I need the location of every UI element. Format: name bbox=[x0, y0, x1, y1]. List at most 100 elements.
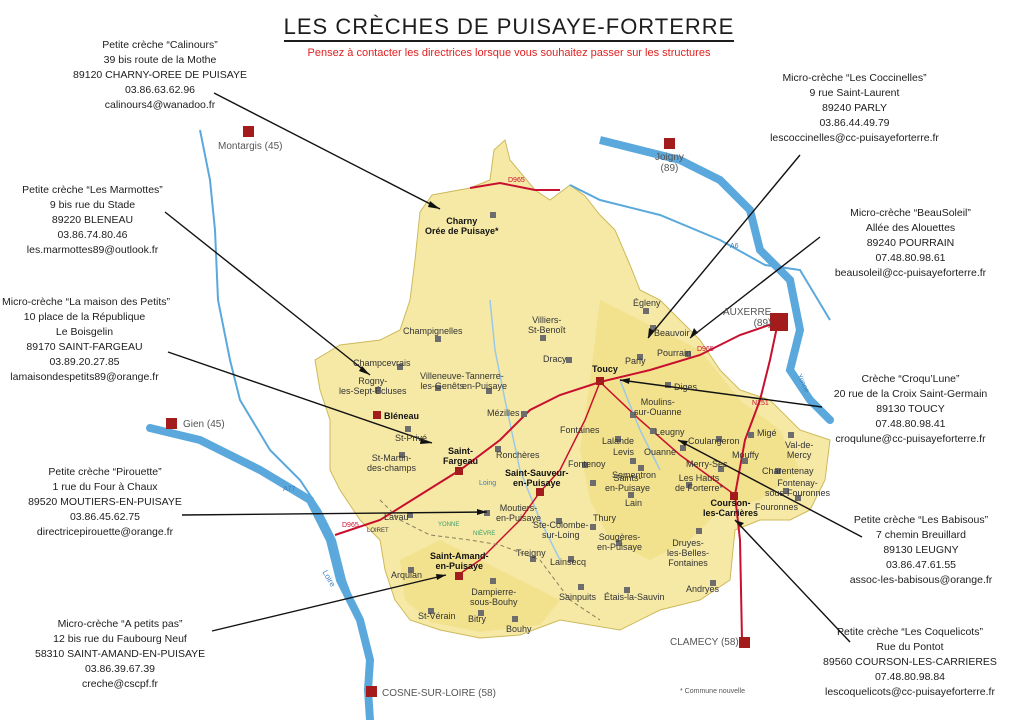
town-label: Lain bbox=[625, 498, 643, 508]
creche-city: 89240 PARLY bbox=[822, 102, 887, 114]
creche-address: 9 bis rue du Stade bbox=[49, 199, 136, 211]
river-label-nievre: NIÈVRE bbox=[473, 531, 496, 537]
creche-city: 89220 BLENEAU bbox=[51, 214, 134, 226]
creche-phone: 03.86.63.62.96 bbox=[124, 84, 196, 96]
creche-address: 20 rue de la Croix Saint-Germain bbox=[833, 388, 988, 400]
creche-phone: 07.48.80.98.84 bbox=[874, 671, 946, 683]
creche-email: beausoleil@cc-puisayeforterre.fr bbox=[834, 267, 987, 279]
town-label: Levis bbox=[613, 447, 635, 457]
creche-email: lescoquelicots@cc-puisayeforterre.fr bbox=[825, 686, 995, 698]
connector-arrowheads bbox=[359, 201, 744, 580]
creche-phone: 03.86.45.62.75 bbox=[69, 511, 141, 523]
department-label-loiret: LOIRET bbox=[367, 528, 389, 534]
creche-phone: 03.86.39.67.39 bbox=[84, 663, 156, 675]
creche-address: 1 rue du Four à Chaux bbox=[52, 481, 158, 493]
town-label: Pourrain bbox=[657, 348, 692, 358]
river-yonne bbox=[636, 146, 834, 424]
town-label: Champcevrais bbox=[353, 358, 411, 368]
town-label: Parly bbox=[625, 356, 646, 366]
town-label: Coulangeron bbox=[688, 436, 740, 446]
road-d965-north bbox=[469, 181, 560, 191]
creche-email: creche@cscpf.fr bbox=[81, 678, 158, 690]
territory-relief-south bbox=[400, 540, 560, 632]
town-label-toucy: Toucy bbox=[592, 364, 618, 374]
creche-name: Petite crèche “Les Marmottes” bbox=[22, 184, 163, 196]
creche-email: croqulune@cc-puisayeforterre.fr bbox=[835, 433, 986, 445]
town-label: Saints- en-Puisaye bbox=[605, 473, 651, 493]
creche-address: 9 rue Saint-Laurent bbox=[809, 87, 900, 99]
river-ouanne bbox=[619, 379, 661, 471]
town-label-saint-sauveur: Saint-Sauveur- en-Puisaye bbox=[505, 468, 569, 488]
town-label: Val-de- Mercy bbox=[785, 440, 814, 460]
town-label: Étais-la-Sauvin bbox=[604, 592, 665, 602]
creche-phone: 03.89.20.27.85 bbox=[49, 356, 120, 368]
road-d965-main bbox=[334, 321, 779, 536]
creche-address: 12 bis rue du Faubourg Neuf bbox=[53, 633, 187, 645]
town-label: Tannerre- en-Puisaye bbox=[462, 371, 508, 391]
town-label: Leugny bbox=[655, 427, 685, 437]
town-marker-blenau bbox=[373, 411, 381, 419]
city-label-montargis: Montargis (45) bbox=[218, 141, 283, 152]
town-label: Moutiers- en-Puisaye bbox=[496, 503, 542, 523]
creche-address: 39 bis route de la Mothe bbox=[103, 54, 217, 66]
creche-address: 10 place de la République bbox=[23, 311, 146, 323]
town-label: Moulins- sur-Ouanne bbox=[634, 397, 682, 417]
creche-phone: 03.86.47.61.55 bbox=[885, 559, 957, 571]
creche-card-coccinelles: Micro-crèche “Les Coccinelles” 9 rue Sai… bbox=[752, 71, 957, 146]
department-label-yonne: YONNE bbox=[438, 522, 460, 528]
town-label: Charentenay bbox=[762, 466, 814, 476]
road-label-d965: D965 bbox=[508, 177, 525, 184]
town-label-saint-amand: Saint-Amand- en-Puisaye bbox=[430, 551, 489, 571]
town-marker-saint-amand bbox=[455, 572, 463, 580]
creche-city: 89240 POURRAIN bbox=[866, 237, 955, 249]
town-label: Rogny- les-Sept-Écluses bbox=[339, 376, 407, 396]
town-label: Fontenoy bbox=[568, 459, 606, 469]
town-label: St-Martin- des-champs bbox=[367, 453, 417, 473]
town-label: Ronchères bbox=[496, 450, 540, 460]
creche-city: 89520 MOUTIERS-EN-PUISAYE bbox=[28, 496, 182, 508]
creche-city: 89560 COURSON-LES-CARRIERES bbox=[823, 656, 997, 668]
creche-address: 7 chemin Breuillard bbox=[876, 529, 966, 541]
town-label: Beauvoir bbox=[654, 328, 690, 338]
town-label: Bouhy bbox=[506, 624, 532, 634]
road-label-n151: N151 bbox=[752, 400, 769, 407]
town-label: Dracy bbox=[543, 354, 567, 364]
creche-phone: 07.48.80.98.61 bbox=[875, 252, 946, 264]
town-label: Fontaines bbox=[560, 425, 600, 435]
town-marker-toucy bbox=[596, 377, 604, 385]
town-label: Merry-Sec bbox=[686, 459, 728, 469]
town-label: Lavau bbox=[384, 512, 409, 522]
creche-card-maison-petits: Micro-crèche “La maison des Petits” 10 p… bbox=[2, 295, 170, 385]
creche-card-croqu-lune: Crèche “Croqu’Lune” 20 rue de la Croix S… bbox=[808, 372, 1013, 447]
river-loire bbox=[146, 424, 375, 720]
city-label-gien: Gien (45) bbox=[183, 419, 225, 430]
creche-email: lescoccinelles@cc-puisayeforterre.fr bbox=[770, 132, 939, 144]
road-n151 bbox=[733, 321, 779, 641]
highway-a6 bbox=[199, 129, 373, 669]
creche-name: Petite crèche “Pirouette” bbox=[48, 466, 162, 478]
town-label: Les Hauts de Forterre* bbox=[675, 473, 724, 493]
creche-email: calinours4@wanadoo.fr bbox=[104, 99, 216, 111]
town-label: Mézilles bbox=[487, 408, 520, 418]
road-label-a77: A77 bbox=[283, 486, 296, 493]
town-label: Thury bbox=[593, 513, 617, 523]
town-label: Villiers- St-Benoît bbox=[528, 315, 566, 335]
road-label-a6: A6 bbox=[730, 243, 739, 250]
connector-lines bbox=[164, 92, 863, 643]
creche-email: directricepirouette@orange.fr bbox=[36, 526, 174, 538]
town-label-bleneau: Bléneau bbox=[384, 411, 420, 421]
creche-card-coquelicots: Petite crèche “Les Coquelicots” Rue du P… bbox=[805, 625, 1015, 700]
creche-phone: 03.86.74.80.46 bbox=[57, 229, 128, 241]
creche-card-marmottes: Petite crèche “Les Marmottes” 9 bis rue … bbox=[10, 183, 175, 258]
footnote: * Commune nouvelle bbox=[680, 688, 745, 695]
town-label: Andryes bbox=[686, 584, 720, 594]
city-marker-auxerre bbox=[770, 313, 788, 331]
creche-city: 89170 SAINT-FARGEAU bbox=[26, 341, 143, 353]
town-label: Sougères- en-Puisaye bbox=[597, 532, 643, 552]
town-label: Champignelles bbox=[403, 326, 463, 336]
creche-email: assoc-les-babisous@orange.fr bbox=[849, 574, 993, 586]
creche-email: les.marmottes89@outlook.fr bbox=[26, 244, 159, 256]
page-subtitle: Pensez à contacter les directrices lorsq… bbox=[307, 47, 711, 59]
city-label-auxerre: AUXERRE (89) bbox=[723, 307, 772, 329]
creche-card-petits-pas: Micro-crèche “A petits pas” 12 bis rue d… bbox=[35, 617, 205, 692]
